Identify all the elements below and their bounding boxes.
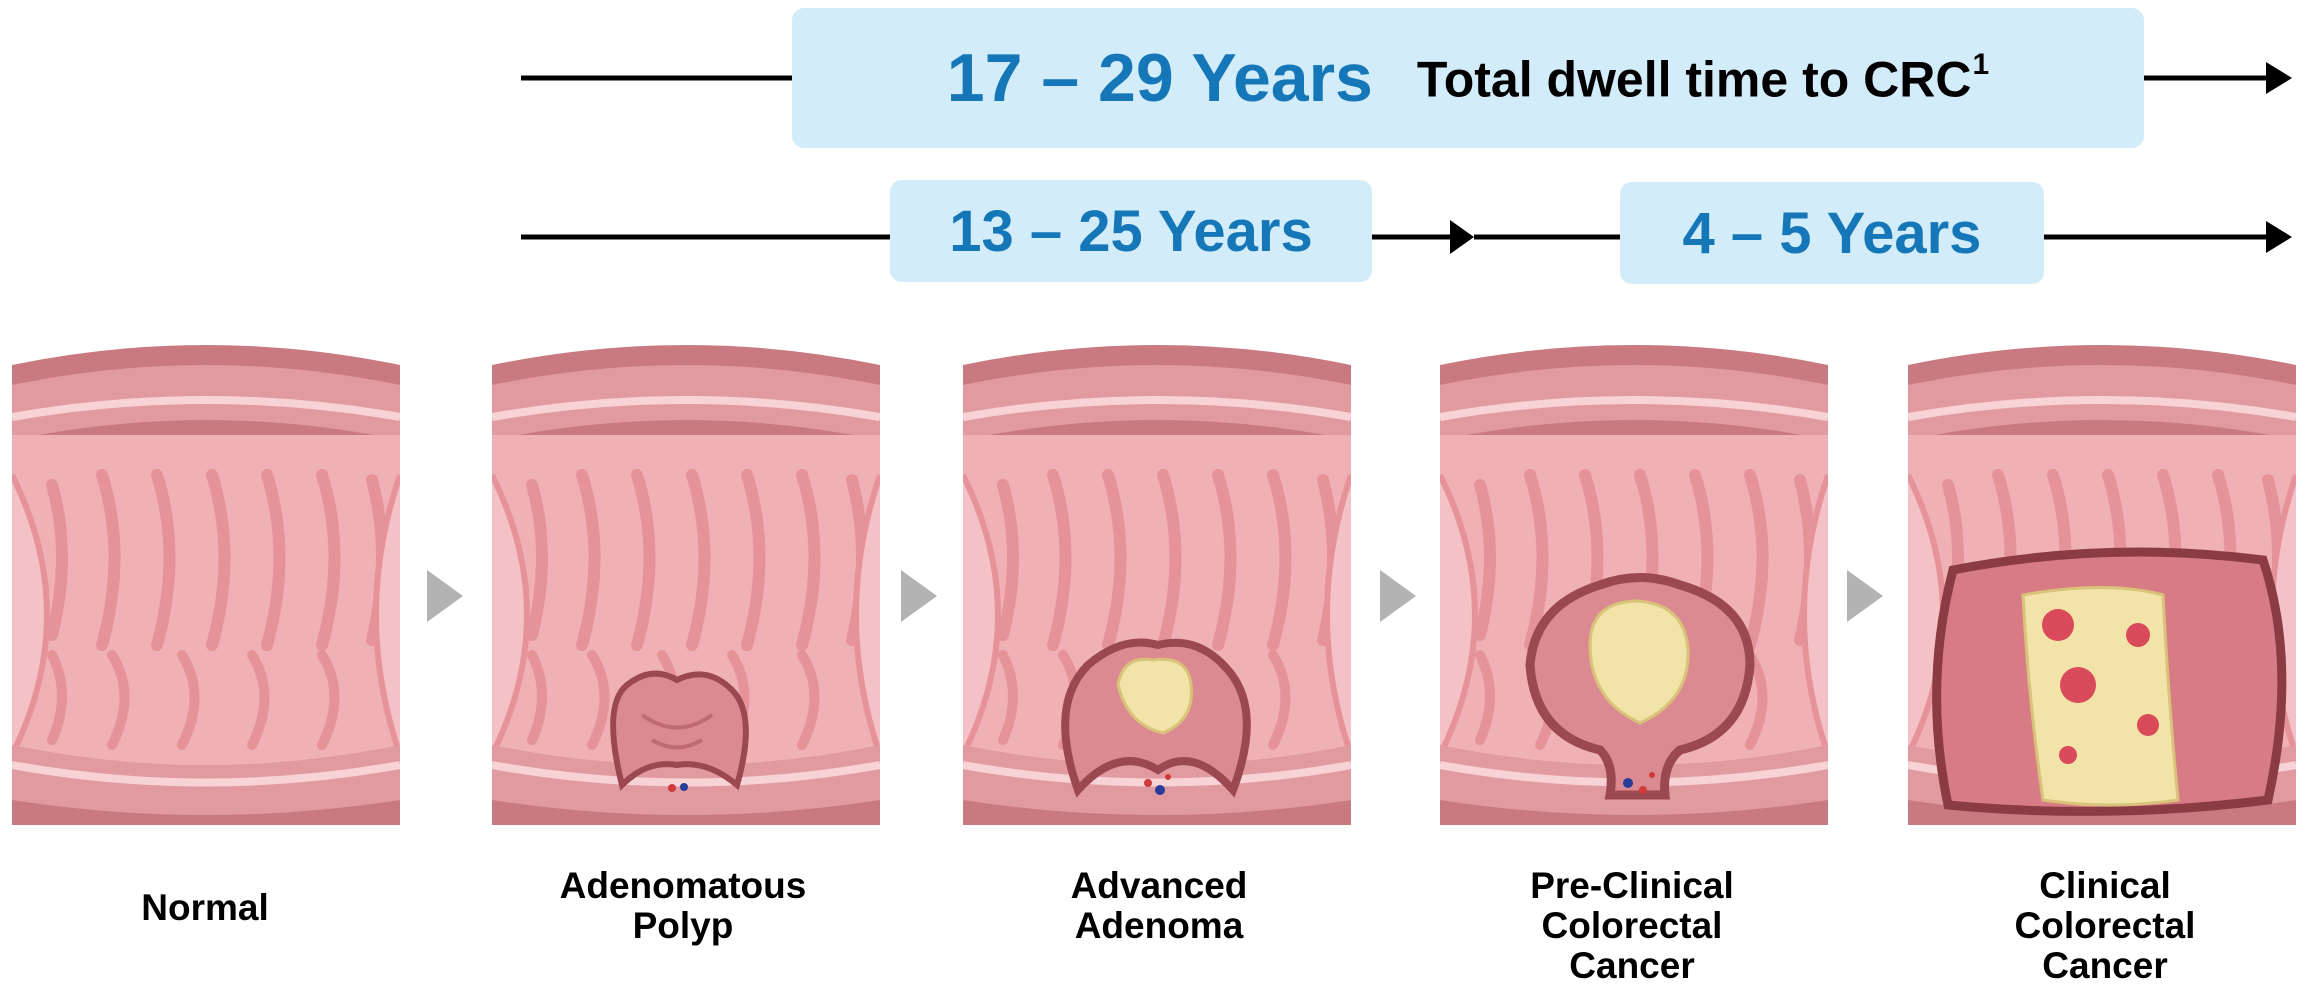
total-dwell-description-text: Total dwell time to CRC bbox=[1417, 51, 1972, 107]
stage-illustration-preclinical-crc bbox=[1440, 345, 1828, 825]
cancer-timeline-arrowhead bbox=[2266, 221, 2292, 253]
stage-illustration-advanced-adenoma bbox=[963, 345, 1351, 825]
stage-label-line: Cancer bbox=[1940, 946, 2270, 986]
stage-label-line: Adenomatous bbox=[518, 866, 848, 906]
stage-label-normal: Normal bbox=[40, 888, 370, 928]
cancer-phase-years: 4 – 5 Years bbox=[1683, 200, 1982, 267]
stage-label-line: Clinical bbox=[1940, 866, 2270, 906]
adenoma-phase-years: 13 – 25 Years bbox=[949, 198, 1312, 265]
stage-label-advanced-adenoma: Advanced Adenoma bbox=[994, 866, 1324, 946]
stage-label-line: Polyp bbox=[518, 906, 848, 946]
total-dwell-years: 17 – 29 Years bbox=[947, 39, 1373, 117]
stage-label-line: Pre-Clinical bbox=[1467, 866, 1797, 906]
stage-label-line: Cancer bbox=[1467, 946, 1797, 986]
adenoma-timeline-arrowhead bbox=[1450, 220, 1474, 254]
step-arrow-1 bbox=[427, 570, 463, 622]
stage-label-line: Normal bbox=[40, 888, 370, 928]
normal-colon-drawing bbox=[12, 345, 400, 825]
stage-label-clinical-crc: Clinical Colorectal Cancer bbox=[1940, 866, 2270, 986]
adenoma-phase-box: 13 – 25 Years bbox=[890, 180, 1372, 282]
stage-illustration-normal bbox=[12, 345, 400, 825]
stage-label-adenomatous-polyp: Adenomatous Polyp bbox=[518, 866, 848, 946]
stage-label-line: Colorectal bbox=[1467, 906, 1797, 946]
stage-label-line: Advanced bbox=[994, 866, 1324, 906]
adenomatous-polyp-drawing bbox=[492, 345, 880, 825]
step-arrow-2 bbox=[901, 570, 937, 622]
advanced-adenoma-drawing bbox=[963, 345, 1351, 825]
step-arrow-3 bbox=[1380, 570, 1416, 622]
stage-label-preclinical-crc: Pre-Clinical Colorectal Cancer bbox=[1467, 866, 1797, 986]
clinical-crc-drawing bbox=[1908, 345, 2296, 825]
step-arrow-4 bbox=[1847, 570, 1883, 622]
total-timeline-arrowhead bbox=[2266, 62, 2292, 94]
total-dwell-time-box: 17 – 29 Years Total dwell time to CRC1 bbox=[792, 8, 2144, 148]
cancer-phase-box: 4 – 5 Years bbox=[1620, 182, 2044, 284]
stage-label-line: Adenoma bbox=[994, 906, 1324, 946]
preclinical-crc-drawing bbox=[1440, 345, 1828, 825]
stage-illustration-clinical-crc bbox=[1908, 345, 2296, 825]
total-dwell-description: Total dwell time to CRC1 bbox=[1417, 48, 1989, 109]
footnote-marker: 1 bbox=[1973, 48, 1990, 81]
stage-label-line: Colorectal bbox=[1940, 906, 2270, 946]
stage-illustration-adenomatous-polyp bbox=[492, 345, 880, 825]
